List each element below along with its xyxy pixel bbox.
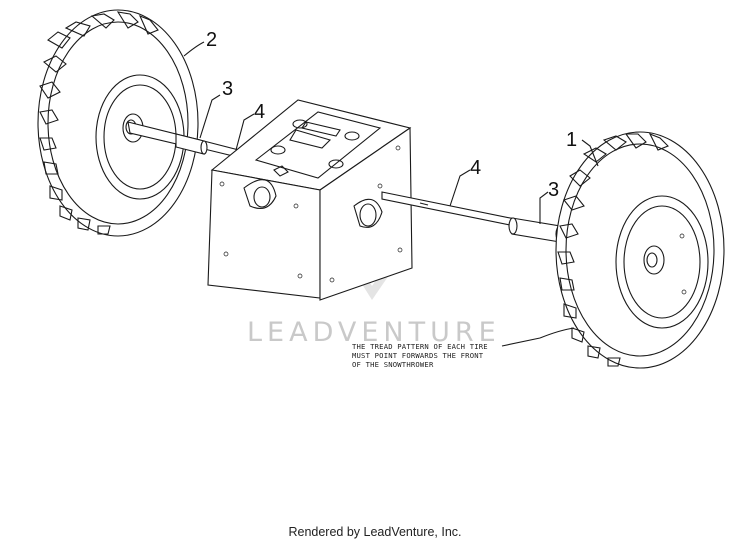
callout-4-left: 4 [254, 101, 265, 123]
callout-3-left: 3 [222, 78, 233, 100]
left-spacer [175, 133, 208, 155]
watermark-text: LEADVENTURE [247, 317, 501, 348]
callout-1: 1 [566, 129, 577, 151]
left-tire [37, 9, 199, 237]
tread-note-line-3: OF THE SNOWTHROWER [352, 360, 434, 369]
callout-4-right: 4 [470, 157, 481, 179]
callout-2: 2 [206, 29, 217, 51]
footer-credit: Rendered by LeadVenture, Inc. [288, 525, 462, 539]
tread-note-line-1: THE TREAD PATTERN OF EACH TIRE [352, 342, 488, 351]
leader-lines [183, 41, 599, 347]
callout-3-right: 3 [548, 179, 559, 201]
frame-housing [207, 99, 413, 301]
right-spacer [508, 217, 565, 243]
tread-note-line-2: MUST POINT FORWARDS THE FRONT [352, 351, 484, 360]
right-tire [555, 131, 725, 369]
